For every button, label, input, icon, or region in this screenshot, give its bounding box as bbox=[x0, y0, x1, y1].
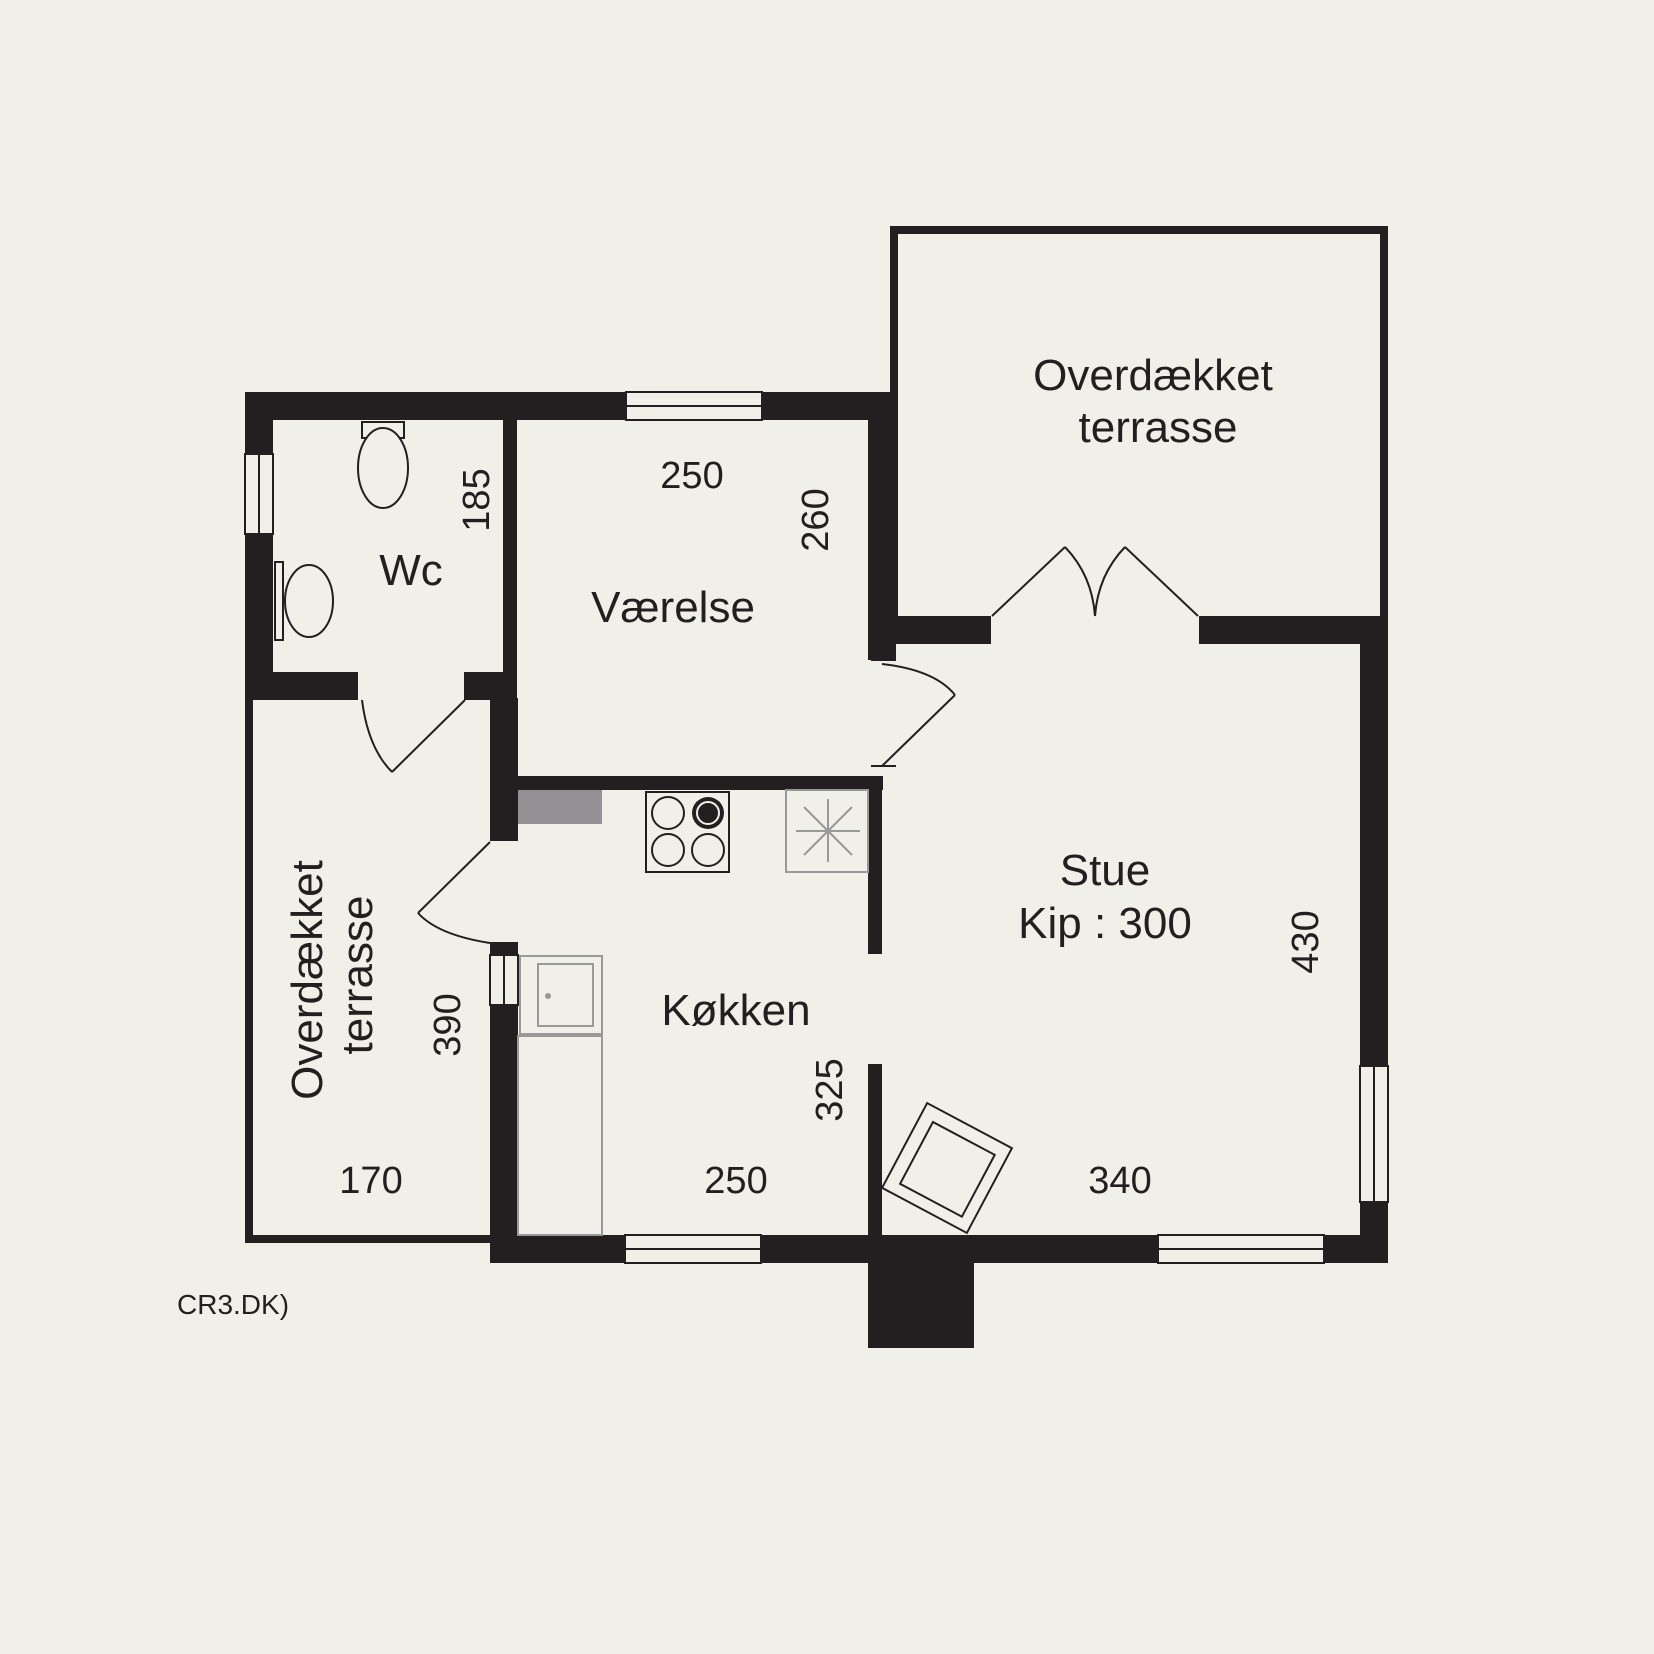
dimension-labels: 185 250 260 390 170 325 250 430 340 bbox=[339, 455, 1327, 1202]
sink-icon bbox=[519, 955, 603, 1035]
dim-vaerelse-width: 250 bbox=[660, 455, 723, 497]
fixtures bbox=[274, 421, 1014, 1236]
room-label-overdaekket-top-1: Overdækket bbox=[1033, 351, 1273, 400]
dim-kitchen-height: 325 bbox=[809, 1058, 851, 1121]
windows bbox=[244, 391, 1389, 1264]
armchair-icon bbox=[880, 1101, 1014, 1235]
dim-wc-height: 185 bbox=[456, 468, 498, 531]
stove-icon bbox=[645, 791, 730, 873]
room-label-overdaekket-left-2: terrasse bbox=[333, 896, 382, 1055]
doors bbox=[356, 546, 1201, 944]
room-label-stue: Stue bbox=[1060, 846, 1151, 895]
washbasin-icon bbox=[274, 561, 334, 641]
room-label-kokken: Køkken bbox=[661, 986, 810, 1035]
room-labels: Overdækket terrasse Wc Værelse Stue Kip … bbox=[283, 351, 1273, 1100]
room-label-wc: Wc bbox=[379, 546, 443, 595]
dim-stue-height: 430 bbox=[1285, 910, 1327, 973]
room-label-overdaekket-top-2: terrasse bbox=[1079, 403, 1238, 452]
dim-terrace-left-width: 170 bbox=[339, 1160, 402, 1202]
credit-text: CR3.DK) bbox=[177, 1289, 289, 1320]
dim-vaerelse-height: 260 bbox=[795, 488, 837, 551]
terrace-left-outline bbox=[245, 695, 495, 1243]
room-label-overdaekket-left-1: Overdækket bbox=[283, 860, 332, 1100]
kitchen-counter bbox=[518, 790, 602, 824]
toilet-icon bbox=[357, 421, 409, 509]
cabinet-icon bbox=[785, 789, 869, 873]
dim-kitchen-width: 250 bbox=[704, 1160, 767, 1202]
room-label-kip: Kip : 300 bbox=[1018, 899, 1192, 948]
dim-terrace-left-height: 390 bbox=[427, 993, 469, 1056]
room-label-vaerelse: Værelse bbox=[591, 583, 755, 632]
dim-stue-width: 340 bbox=[1088, 1160, 1151, 1202]
